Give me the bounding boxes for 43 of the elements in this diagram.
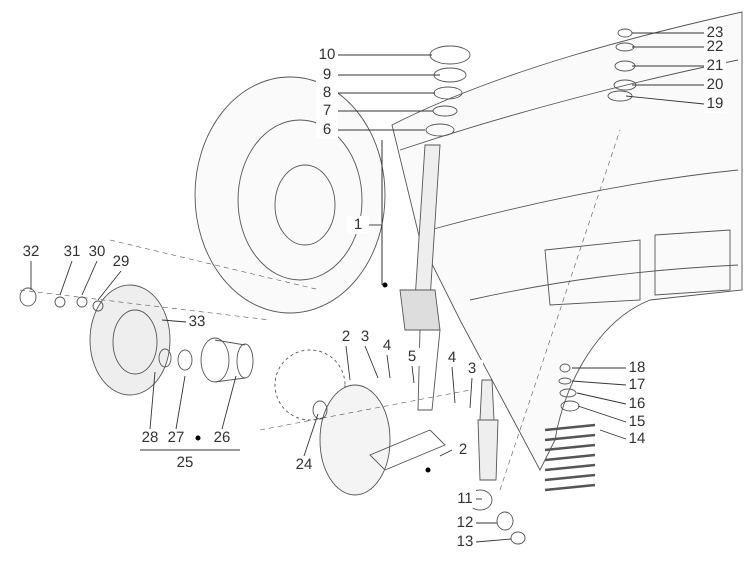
leader-line xyxy=(338,92,436,94)
callout-number: 1 xyxy=(347,216,369,234)
leader-line xyxy=(440,450,452,456)
leader-line xyxy=(476,522,498,524)
leader-line xyxy=(578,406,626,422)
leader-line xyxy=(476,498,482,500)
leader-line xyxy=(476,538,512,542)
leader-line xyxy=(386,354,390,378)
leader-line xyxy=(412,366,414,384)
leader-line xyxy=(338,110,434,112)
leader-line xyxy=(470,378,472,408)
leader-line xyxy=(632,32,704,34)
callout-number: 19 xyxy=(704,95,726,113)
leader-line xyxy=(368,224,382,226)
leader-line xyxy=(60,260,72,296)
callout-number: 20 xyxy=(704,76,726,94)
leader-line xyxy=(162,320,186,322)
leader-line xyxy=(176,376,186,430)
leader-line xyxy=(452,366,456,404)
callout-number: 21 xyxy=(704,57,726,75)
leader-line xyxy=(632,84,704,86)
leader-line xyxy=(626,96,704,104)
leader-line xyxy=(304,414,318,456)
callout-number: 31 xyxy=(61,243,83,261)
leader-line xyxy=(30,260,32,290)
callout-number: 30 xyxy=(86,243,108,261)
callout-number: 7 xyxy=(316,102,338,120)
leader-line xyxy=(576,392,626,404)
callout-number: 8 xyxy=(316,84,338,102)
callout-number: 22 xyxy=(704,38,726,56)
leader-line xyxy=(632,46,704,48)
callout-number: 29 xyxy=(110,253,132,271)
leader-line xyxy=(82,260,98,296)
leader-line xyxy=(338,74,440,76)
leader-line xyxy=(150,372,156,430)
leader-line xyxy=(338,54,432,56)
leader-line xyxy=(222,376,236,430)
leader-line xyxy=(600,430,626,440)
leader-line xyxy=(572,380,626,386)
leader-line xyxy=(346,346,350,380)
leader-line xyxy=(364,346,378,378)
leader-line xyxy=(98,270,122,300)
callout-number: 6 xyxy=(316,121,338,139)
